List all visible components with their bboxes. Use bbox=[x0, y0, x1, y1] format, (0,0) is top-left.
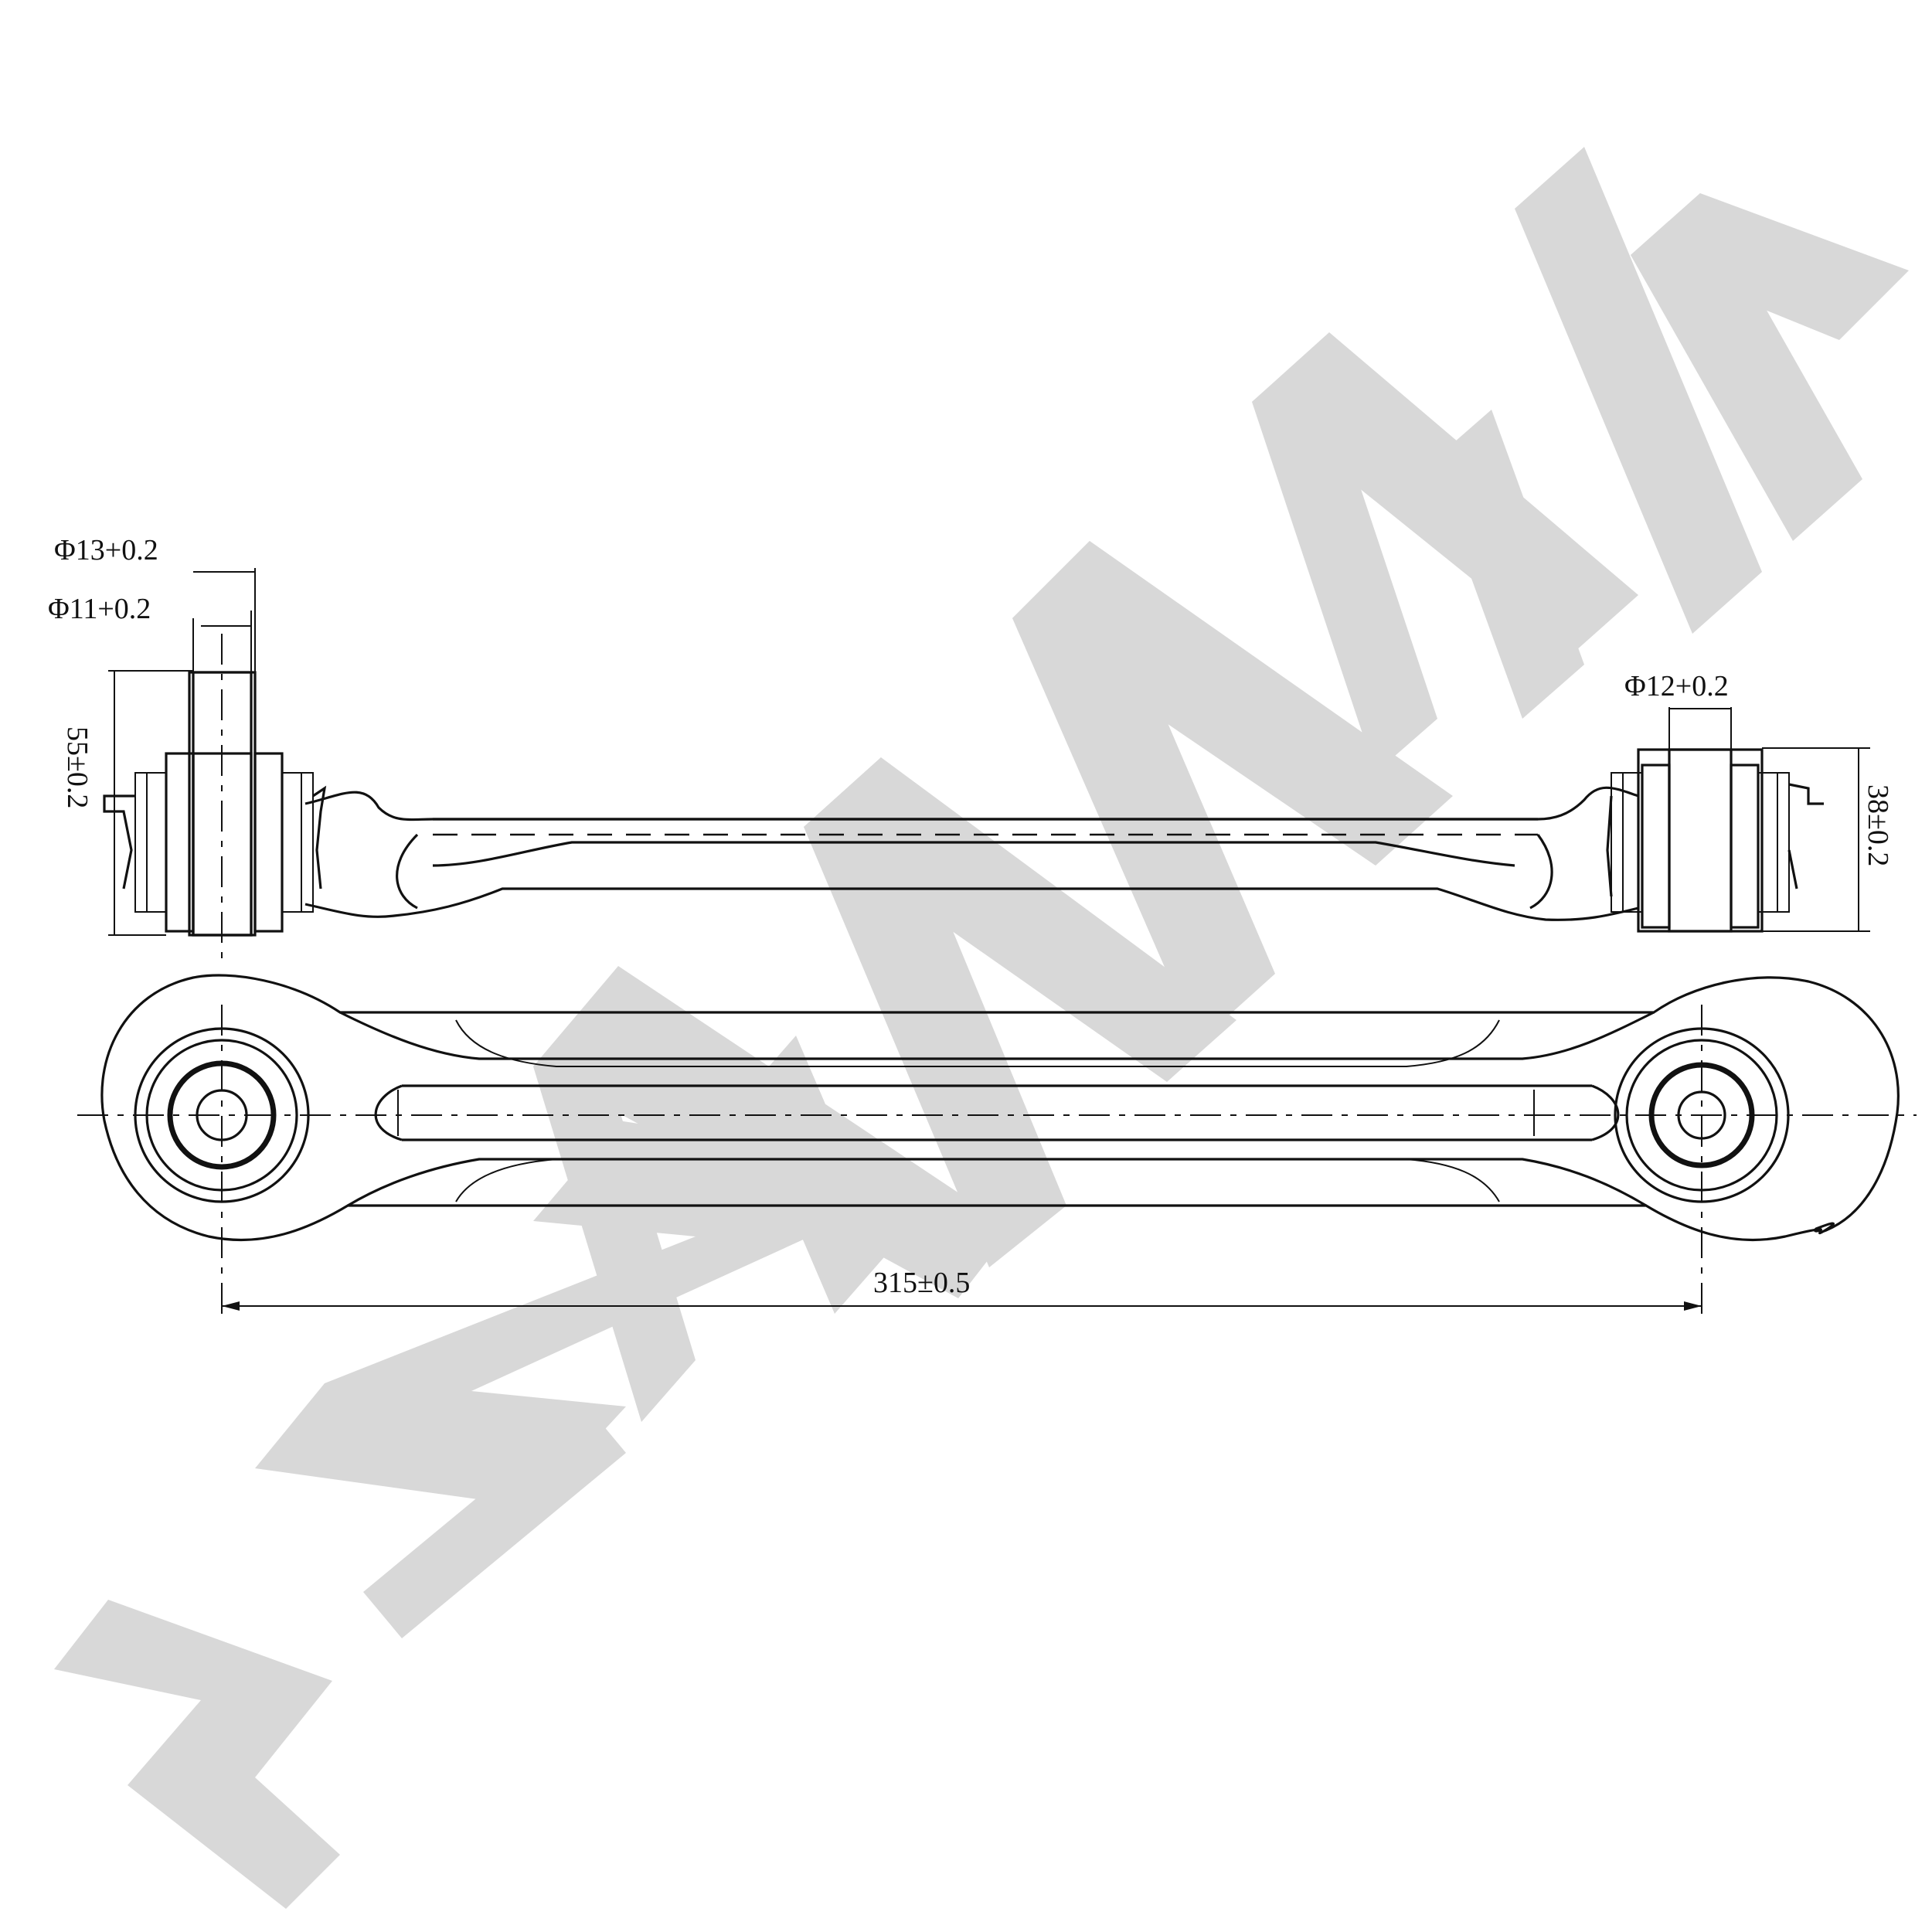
right-bushing-section bbox=[1606, 748, 1824, 933]
left-bushing-section bbox=[103, 634, 327, 958]
plan-view: 315±0.5 bbox=[77, 974, 1917, 1321]
side-section-view: Φ13+0.2 Φ11+0.2 55±0.2 Φ12+0.2 38±0.2 bbox=[48, 534, 1894, 958]
center-distance-label: 315±0.5 bbox=[873, 1267, 970, 1299]
left-height-label: 55±0.2 bbox=[61, 726, 94, 808]
center-distance-dimension bbox=[222, 1301, 1702, 1311]
right-bore-label: Φ12+0.2 bbox=[1624, 670, 1729, 702]
left-inner-bore-label: Φ11+0.2 bbox=[48, 593, 151, 625]
left-bore-dimensions bbox=[192, 568, 256, 672]
watermark-logo bbox=[54, 147, 1909, 1909]
right-height-dimension bbox=[1762, 747, 1870, 932]
right-bore-dimension bbox=[1668, 707, 1732, 750]
right-height-label: 38±0.2 bbox=[1862, 784, 1894, 866]
left-height-dimension bbox=[108, 670, 193, 936]
left-outer-bore-label: Φ13+0.2 bbox=[54, 534, 158, 566]
